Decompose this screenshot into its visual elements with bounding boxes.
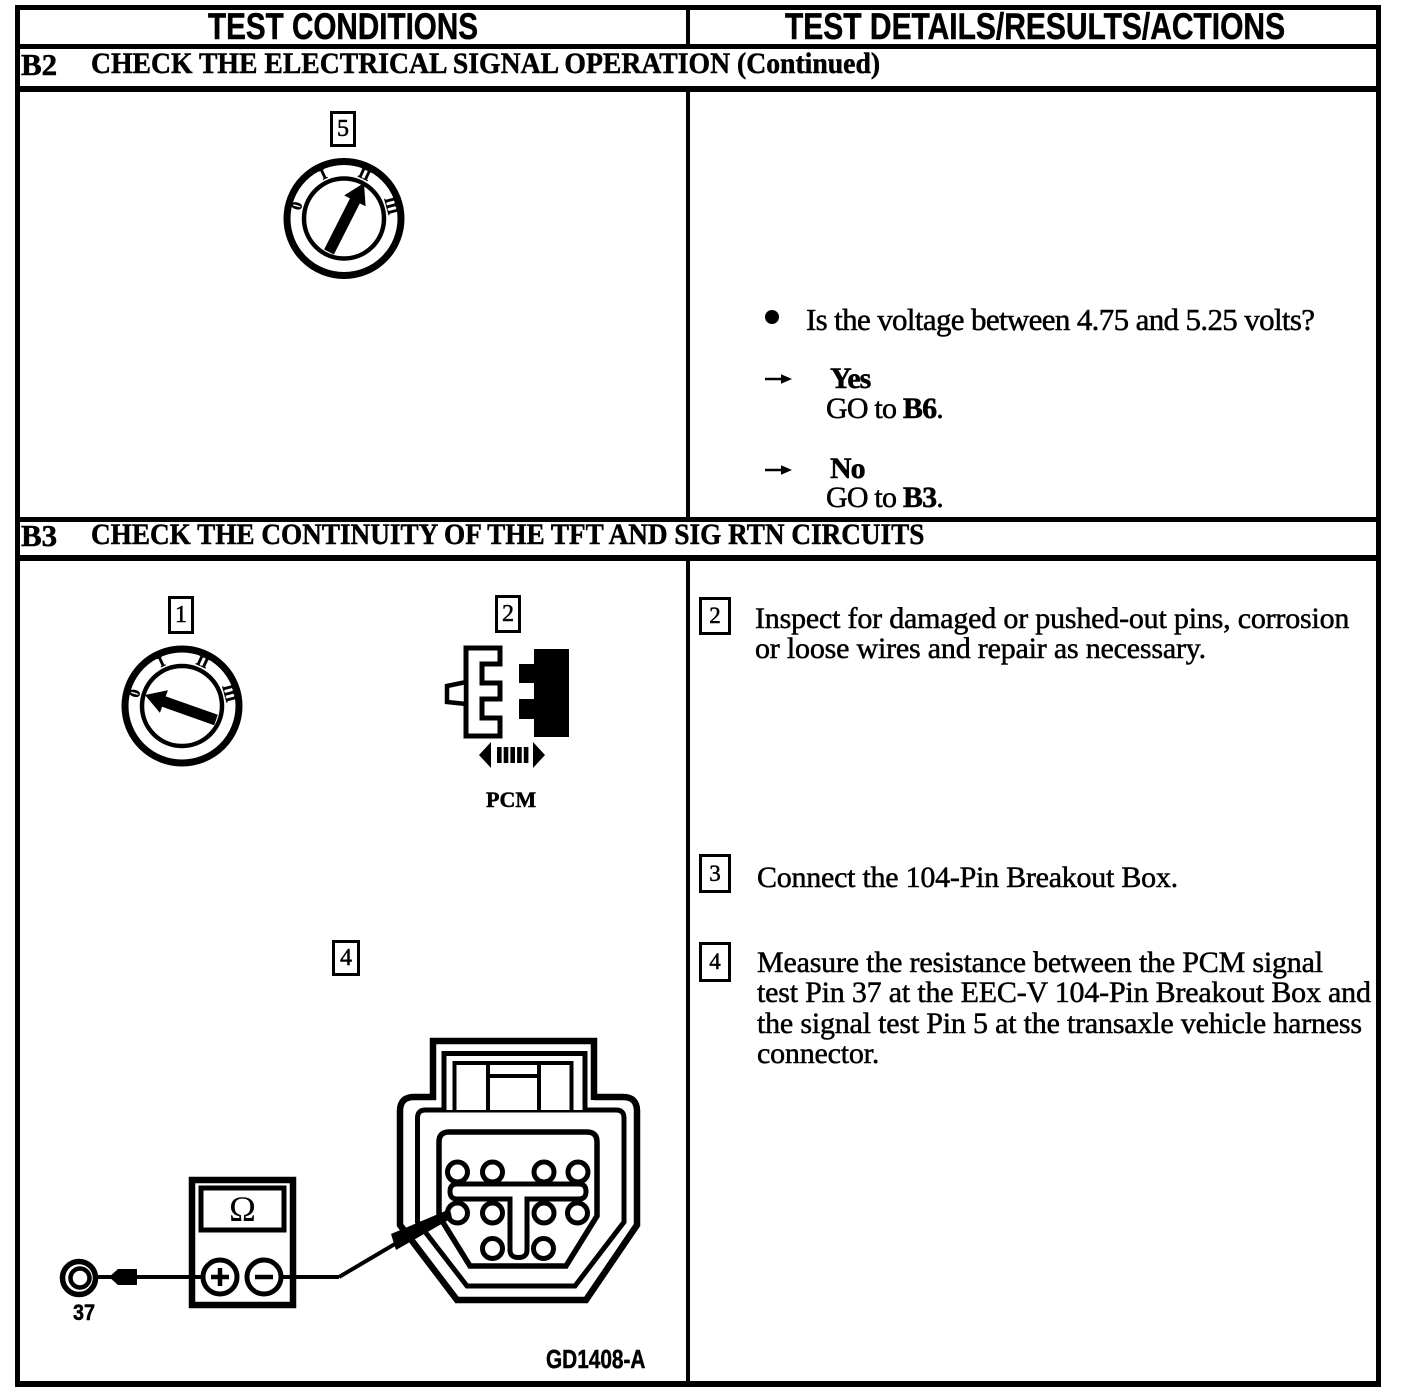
svg-text:Ω: Ω <box>229 1189 256 1229</box>
svg-text:III: III <box>218 683 238 704</box>
svg-text:0: 0 <box>127 688 144 699</box>
svg-text:I: I <box>156 654 168 671</box>
svg-text:III: III <box>380 196 400 217</box>
svg-text:I: I <box>318 166 330 183</box>
svg-text:0: 0 <box>289 200 306 211</box>
